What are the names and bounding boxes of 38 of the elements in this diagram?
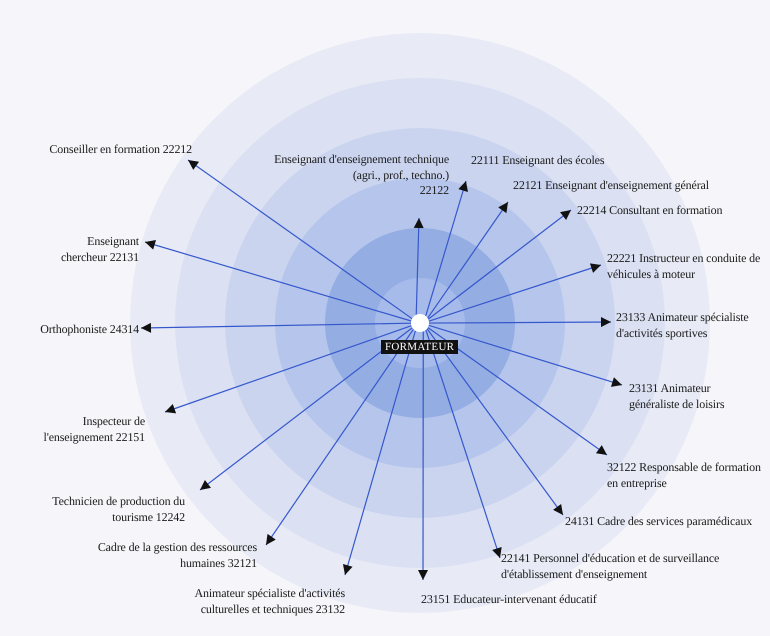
occupation-label: 23151 Educateur-intervenant éducatif (421, 592, 598, 608)
occupation-label: Technicien de production du tourisme 12242 (51, 494, 185, 526)
occupation-label: 22221 Instructeur en conduite de véhicules à moteur (607, 251, 762, 282)
occupation-label: Inspecteur de l'enseignement 22151 (42, 414, 145, 446)
occupation-label: 32122 Responsable de formation en entreprise (607, 460, 762, 492)
arrow (414, 218, 424, 315)
arrow (428, 324, 622, 387)
arrow (418, 331, 428, 580)
occupation-label: 22111 Enseignant des écoles (471, 153, 606, 169)
arrow (266, 328, 414, 546)
occupation-label: 23131 Animateur généraliste de loisirs (629, 381, 726, 412)
occupation-label: Enseignant chercheur 22131 (60, 234, 139, 266)
arrow (427, 326, 608, 456)
occupation-label: Cadre de la gestion des ressources humaines 32121 (96, 540, 257, 572)
occupation-label: 22214 Consultant en formation (577, 203, 724, 219)
arrow (429, 317, 611, 328)
arrow (144, 240, 412, 322)
arrow (427, 202, 508, 318)
occupation-label: 22121 Enseignant d'enseignement général (513, 178, 710, 194)
arrow (164, 325, 412, 414)
arrow (342, 330, 416, 576)
occupation-label: 23133 Animateur spécialiste d'activités sportives (616, 310, 750, 342)
occupation-label: 24131 Cadre des services paramédicaux (565, 514, 754, 530)
arrow (425, 180, 468, 316)
arrow (428, 263, 602, 322)
occupation-label: Enseignant d'enseignement technique (agri., prof., techno.) (273, 152, 449, 184)
arrow (426, 328, 564, 516)
occupation-label: 22122 (418, 183, 449, 199)
occupation-label: 22141 Personnel d'éducation et de surveillance d'établissement d'enseignement (501, 551, 720, 582)
arrow (428, 210, 572, 320)
hub-caption: FORMATEUR (381, 340, 458, 354)
occupation-label: Orthophoniste 24314 (39, 322, 139, 338)
arrow (425, 330, 502, 558)
arrow (140, 322, 412, 333)
arrow (200, 327, 413, 490)
occupation-label: Animateur spécialiste d'activités culturelles et techniques 23132 (194, 586, 345, 618)
occupation-label: Conseiller en formation 22212 (48, 142, 192, 158)
arrow (188, 160, 412, 320)
